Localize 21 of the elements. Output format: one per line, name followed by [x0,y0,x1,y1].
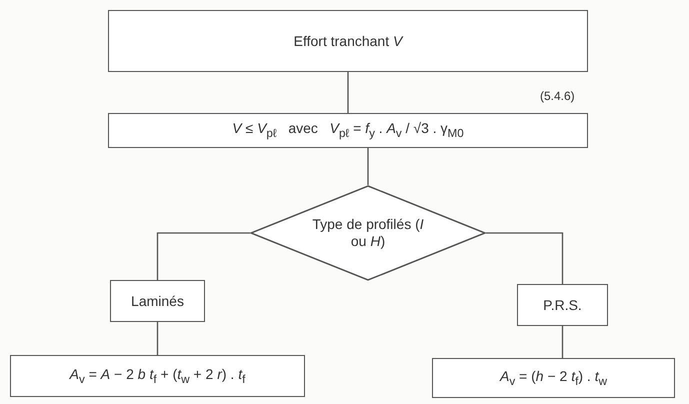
node-text: Effort tranchant V [294,32,402,50]
node-text: A$_{v}$ = (h − 2 t$_{f}$) . t$_{w}$ [500,368,608,388]
node-text: Type de profilés (I ou H) [311,216,425,250]
formula-box [432,358,675,398]
connector-line [156,322,158,355]
equation-reference: (5.4.6) [540,89,575,103]
node-text: Laminés [131,292,184,310]
connector-line [367,148,369,185]
node-text: V ≤ V$_{pℓ}$ avec V$_{pℓ}$ = f$_{y}$ . A$_{v}$ / √3 . γ$_{M0}$ [232,120,464,141]
connector-line [486,232,564,284]
decision-diamond [250,185,486,281]
formula-box [108,113,588,148]
connector-line [562,326,564,358]
process-box [517,284,608,326]
title-box [108,10,588,72]
node-text: A$_{v}$ = A − 2 b t$_{f}$ + (t$_{w}$ + 2 r) . t$_{f}$ [70,366,246,386]
node-text: P.R.S. [543,296,582,314]
process-box [110,280,205,322]
connector-line [156,232,250,280]
formula-box [10,355,305,397]
connector-line [347,72,349,113]
